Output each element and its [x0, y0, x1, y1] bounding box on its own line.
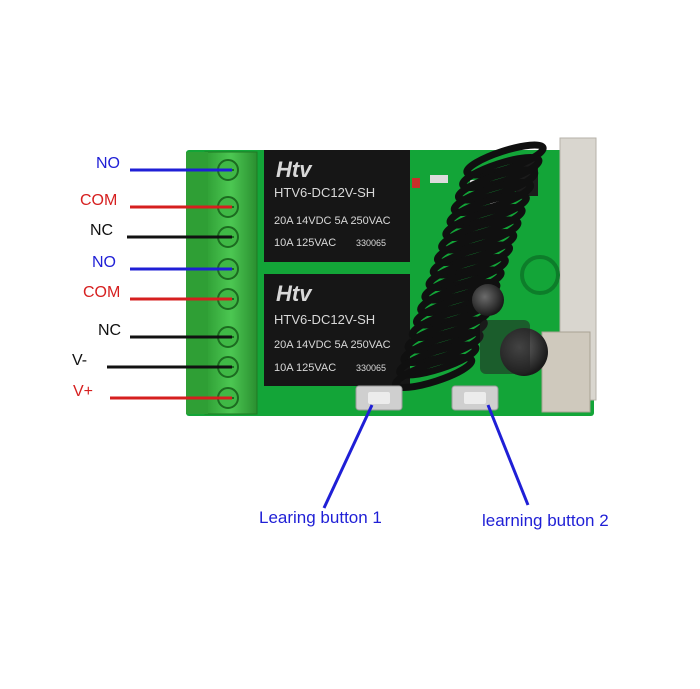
relay-2-rating-2: 10A 125VAC: [274, 362, 336, 374]
relay-2: [264, 274, 410, 386]
callout-line-button-1: [322, 404, 374, 509]
antenna-coil-turn: [421, 266, 505, 304]
terminal-label-v-7: V+: [73, 383, 94, 400]
relay-1: [264, 150, 410, 262]
antenna-coil-turn: [450, 178, 535, 217]
pad-logo: [520, 255, 560, 295]
capacitor-base: [480, 320, 530, 374]
antenna-coil-turn: [454, 166, 539, 204]
antenna-coil-turn: [429, 241, 514, 279]
terminal-wires: [107, 168, 232, 400]
relay-1-markings: Htv HTV6-DC12V-SH 20A 14VDC 5A 250VAC 10…: [274, 157, 391, 249]
terminal-label-com-4: COM: [83, 284, 121, 301]
capacitor-small: [472, 284, 504, 316]
crystal: [541, 331, 591, 413]
relay-2-markings: Htv HTV6-DC12V-SH 20A 14VDC 5A 250VAC 10…: [274, 281, 391, 374]
antenna-coil-turn: [446, 191, 530, 229]
antenna-coil-turn: [463, 141, 547, 179]
callout-line-button-2: [486, 404, 530, 506]
learning-button-1-cap[interactable]: [368, 392, 390, 404]
callout-learning-button-1: Learing button 1: [259, 508, 382, 527]
terminal-label-no-3: NO: [92, 254, 116, 271]
terminal-label-nc-5: NC: [98, 322, 122, 339]
terminal-label-nc-2: NC: [90, 222, 114, 239]
relay-2-rating-1: 20A 14VDC 5A 250VAC: [274, 339, 391, 351]
smd-part: [430, 175, 448, 183]
antenna-coil-turn: [425, 253, 509, 292]
terminal-label-v-6: V-: [72, 352, 88, 369]
relay-1-model: HTV6-DC12V-SH: [274, 185, 375, 200]
callout-learning-button-2: learning button 2: [482, 511, 609, 530]
relay-2-model: HTV6-DC12V-SH: [274, 312, 375, 327]
led: [412, 178, 420, 188]
terminal-block-edge: [186, 152, 208, 414]
antenna-coil-turn: [396, 341, 480, 379]
antenna-coil-turn: [438, 216, 522, 254]
relay-2-brand: Htv: [276, 281, 313, 306]
antenna-coil-turn: [442, 203, 526, 242]
antenna-coil-turn: [391, 353, 476, 392]
antenna-coil-turn: [433, 228, 518, 267]
relay-1-code: 330065: [356, 238, 386, 248]
terminal-label-no-0: NO: [96, 155, 120, 172]
terminal-label-com-1: COM: [80, 192, 118, 209]
relay-1-brand: Htv: [276, 157, 313, 182]
relay-1-rating-2: 10A 125VAC: [274, 237, 336, 249]
antenna-coil-turn: [459, 153, 543, 192]
relay-2-code: 330065: [356, 363, 386, 373]
antenna-coil-turn: [417, 278, 501, 317]
antenna-coil: [391, 141, 547, 392]
relay-1-rating-1: 20A 14VDC 5A 250VAC: [274, 215, 391, 227]
learning-button-2-cap[interactable]: [464, 392, 486, 404]
